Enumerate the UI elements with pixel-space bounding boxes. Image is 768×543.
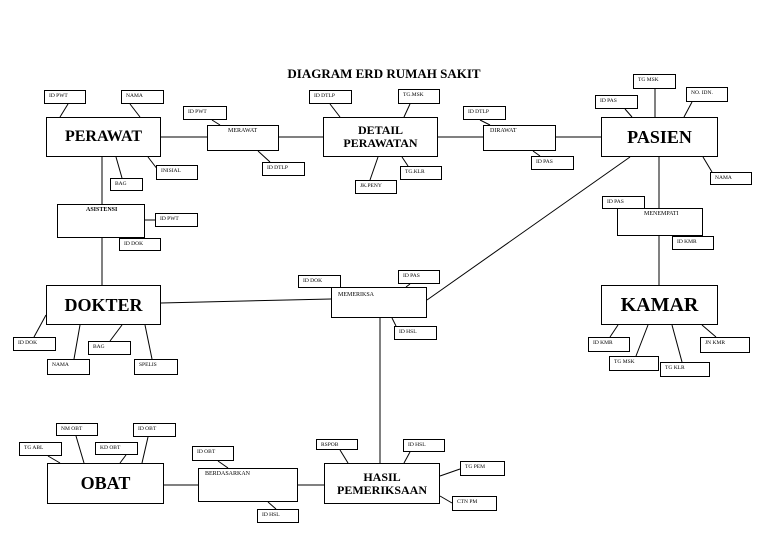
attribute-kamar-tg-klr: TG KLR	[660, 362, 710, 377]
ptr-berdasarkan-idhsl	[267, 501, 277, 510]
ptr-dokter-bag	[109, 324, 123, 342]
attribute-dokter-bag: BAG	[88, 341, 131, 355]
relationship-dirawat: DIRAWAT	[483, 125, 556, 151]
relationship-berdasarkan: BERDASARKAN	[198, 468, 298, 502]
attribute-kamar-id-kmr: ID KMR	[588, 337, 630, 352]
attribute-perawat-nama: NAMA	[121, 90, 164, 104]
attribute-merawat-id-dtlp: ID DTLP	[262, 162, 305, 176]
attribute-menempati-id-pas: ID PAS	[602, 196, 645, 209]
ptr-perawat-bag	[115, 156, 123, 179]
entity-hasil-pemeriksaan: HASIL PEMERIKSAAN	[324, 463, 440, 504]
ptr-hasil-idhsl	[403, 451, 411, 464]
attribute-menempati-id-kmr: ID KMR	[672, 236, 714, 250]
attribute-merawat-id-pwt: ID PWT	[183, 106, 227, 120]
attribute-pasien-id-pas: ID PAS	[595, 95, 638, 109]
attribute-dirawat-id-dtlp: ID DTLP	[463, 106, 506, 120]
ptr-obat-kdobt	[119, 454, 127, 464]
attribute-obat-kd-obt: KD OBT	[95, 442, 138, 455]
ptr-dokter-nama	[73, 324, 81, 360]
ptr-berdasarkan-idobt	[217, 460, 229, 469]
attribute-berdasarkan-id-hsl: ID HSL	[257, 509, 299, 523]
ptr-detail-tgklr	[401, 156, 409, 167]
relationship-merawat: MERAWAT	[207, 125, 279, 151]
attribute-kamar-tg-msk: TG MSK	[609, 356, 659, 371]
attribute-obat-id-obt: ID OBT	[133, 423, 176, 437]
attribute-memeriksa-id-pas: ID PAS	[398, 270, 440, 284]
attribute-perawat-inisial: INISIAL	[156, 165, 198, 180]
attribute-hasil-tg-pem: TG PEM	[460, 461, 505, 476]
ptr-hasil-rspob	[339, 449, 349, 464]
ptr-obat-tgabl	[47, 455, 61, 464]
attribute-obat-nm-obt: NM OBT	[56, 423, 98, 436]
entity-detail-perawatan: DETAIL PERAWATAN	[323, 117, 438, 157]
attribute-perawat-bag: BAG	[110, 178, 143, 191]
attribute-perawat-id-pwt: ID PWT	[44, 90, 86, 104]
ptr-merawat-idpwt	[211, 119, 221, 126]
ptr-memeriksa-idpas	[405, 283, 411, 288]
attribute-pasien-tg-msk: TG MSK	[633, 74, 676, 89]
ptr-pasien-noidn	[683, 101, 693, 118]
attribute-hasil-ctn-pm: CTN PM	[452, 496, 497, 511]
ptr-perawat-idpwt	[59, 103, 69, 118]
attribute-asistensi-id-dok: ID DOK	[119, 238, 161, 251]
ptr-kamar-tgklr	[671, 324, 683, 363]
ptr-pasien-nama	[702, 156, 713, 173]
ptr-merawat-iddtlp	[257, 150, 271, 163]
ptr-memeriksa-idhsl	[391, 317, 397, 327]
attribute-pasien-no-idn: NO. IDN.	[686, 87, 728, 102]
ptr-detail-jkpeny	[369, 156, 379, 181]
entity-perawat: PERAWAT	[46, 117, 161, 157]
attribute-dokter-spelis: SPELIS	[134, 359, 178, 375]
entity-kamar: KAMAR	[601, 285, 718, 325]
entity-dokter: DOKTER	[46, 285, 161, 325]
attribute-dokter-id-dok: ID DOK	[13, 337, 56, 351]
ptr-pasien-idpas	[624, 108, 633, 118]
attribute-detail-jk-peny: JK.PENY	[355, 180, 397, 194]
ptr-kamar-jnkmr	[701, 324, 717, 338]
relationship-memeriksa: MEMERIKSA	[331, 287, 427, 318]
ptr-obat-idobt	[141, 436, 149, 464]
ptr-obat-nmobt	[75, 435, 85, 464]
ptr-dirawat-iddtlp	[479, 119, 491, 126]
attribute-hasil-rspob: RSPOB	[316, 439, 358, 450]
attribute-berdasarkan-id-obt: ID OBT	[192, 446, 234, 461]
attribute-memeriksa-id-dok: ID DOK	[298, 275, 341, 288]
entity-pasien: PASIEN	[601, 117, 718, 157]
ptr-dirawat-idpas	[532, 150, 541, 157]
entity-detail-perawatan-label: DETAIL PERAWATAN	[343, 123, 418, 150]
relationship-asistensi: ASISTENSI	[57, 204, 145, 238]
ptr-hasil-tgpem	[439, 468, 461, 477]
attribute-kamar-jn-kmr: JN KMR	[700, 337, 750, 353]
attribute-detail-id-dtlp: ID DTLP	[309, 90, 352, 104]
ptr-dokter-spelis	[144, 324, 153, 360]
attribute-detail-tg-klr: TG.KLR	[400, 166, 442, 180]
attribute-dokter-nama: NAMA	[47, 359, 90, 375]
line-dokter-memeriksa	[160, 298, 332, 304]
entity-obat: OBAT	[47, 463, 164, 504]
attribute-hasil-id-hsl: ID HSL	[403, 439, 445, 452]
ptr-hasil-ctnpm	[439, 495, 453, 504]
attribute-detail-tg-msk: TG.MSK	[398, 89, 440, 104]
diagram-title: DIAGRAM ERD RUMAH SAKIT	[287, 66, 481, 81]
ptr-detail-iddtlp	[329, 103, 341, 118]
attribute-dirawat-id-pas: ID PAS	[531, 156, 574, 170]
entity-hasil-pemeriksaan-label: HASIL PEMERIKSAAN	[336, 469, 427, 497]
attribute-memeriksa-id-hsl: ID HSL	[394, 326, 437, 340]
line-memeriksa-pasien	[426, 156, 631, 301]
attribute-asistensi-id-pwt: ID PWT	[155, 213, 198, 227]
relationship-menempati: MENEMPATI	[617, 208, 703, 236]
ptr-kamar-idkmr	[609, 324, 619, 338]
ptr-dokter-iddok	[33, 314, 47, 338]
ptr-detail-tgmsk	[403, 103, 411, 118]
ptr-perawat-nama	[129, 103, 141, 118]
attribute-obat-tg-abl: TG ABL	[19, 442, 62, 456]
attribute-pasien-nama: NAMA	[710, 172, 752, 185]
ptr-kamar-tgmsk	[635, 324, 649, 357]
